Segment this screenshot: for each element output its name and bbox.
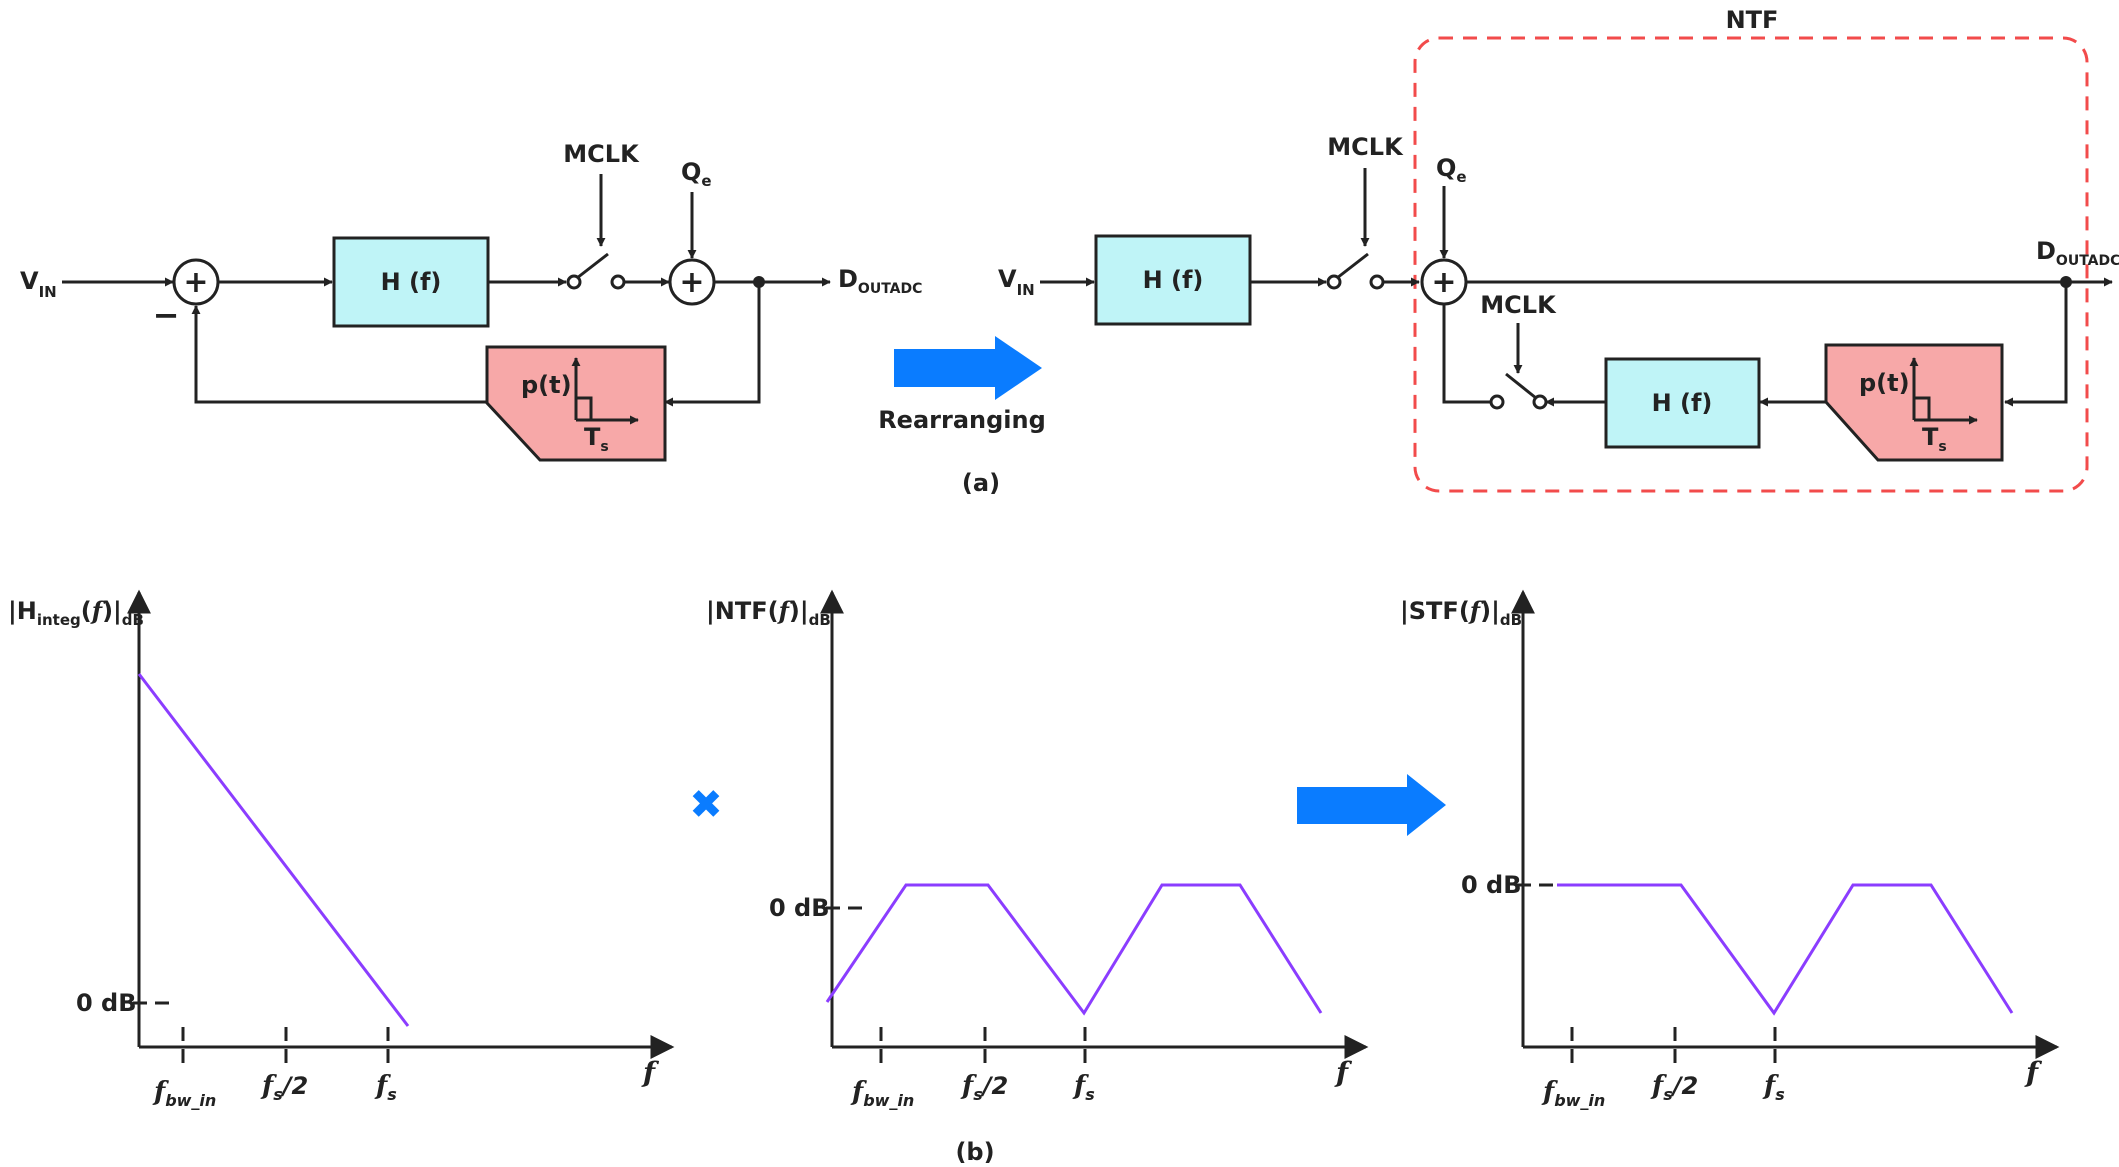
plot2-xlabel: f	[1334, 1056, 1353, 1089]
multiply-symbol: ✖	[689, 782, 723, 828]
left-hf-label: H (f)	[381, 268, 442, 296]
right-switch-contact-2	[1369, 274, 1385, 290]
right-dout-label: DOUTADC	[2036, 237, 2119, 269]
plot2-xtick-fs2-label: fs/2	[960, 1071, 1008, 1104]
left-summer-1-plus: +	[183, 265, 208, 300]
left-switch-contact-1	[566, 274, 582, 290]
right-rearranged-diagram: NTF VIN H (f) MCLK + Qe DOUTADC p(t) Ts …	[998, 6, 2119, 493]
left-switch-blade	[576, 252, 609, 280]
plot1-zero-db-label: 0 dB	[76, 989, 137, 1017]
right-hf-block	[1094, 234, 1252, 326]
rearranging-label: Rearranging	[878, 406, 1046, 434]
left-switch-contact-2	[610, 274, 626, 290]
left-feedback-wire-left	[191, 305, 487, 404]
right-pulse-shape	[1914, 396, 1931, 420]
right-vin-label: VIN	[998, 265, 1035, 299]
left-pulse-shape	[576, 396, 593, 420]
left-minus-sign: −	[153, 296, 180, 334]
plot2-ylabel: |NTF(f)|dB	[706, 596, 831, 629]
left-feedback-wire-right	[664, 282, 761, 407]
left-pt-label: p(t)	[521, 371, 572, 399]
plot-stf: |STF(f)|dB 0 dB fbw_in fs/2 fs f	[1400, 589, 2060, 1110]
left-hf-block	[332, 236, 490, 328]
left-summer-2-plus: +	[679, 265, 704, 300]
plot2-zero-db-label: 0 dB	[769, 894, 830, 922]
caption-b: (b)	[955, 1138, 994, 1166]
left-dout-label: DOUTADC	[838, 265, 922, 297]
plot-ntf: |NTF(f)|dB 0 dB fbw_in fs/2 fs f	[706, 589, 1369, 1110]
caption-a: (a)	[962, 469, 1000, 497]
rearranging-arrow	[894, 336, 1042, 400]
right-mclk-top-label: MCLK	[1327, 133, 1404, 161]
result-arrow	[1297, 774, 1446, 836]
plot-h-integ: |Hinteg(f)|dB 0 dB fbw_in fs/2 fs f	[8, 589, 675, 1110]
left-vin-label: VIN	[20, 267, 57, 301]
left-loop-diagram: VIN + − H (f) MCLK + Qe DOUTADC p(t) Ts	[20, 140, 922, 462]
left-mclk-label: MCLK	[563, 140, 640, 168]
plot1-xlabel: f	[641, 1056, 660, 1089]
right-pt-label: p(t)	[1859, 369, 1910, 397]
right-mclk-inner-label: MCLK	[1480, 291, 1557, 319]
plot3-ylabel: |STF(f)|dB	[1400, 596, 1522, 629]
right-feedback-wire-1	[2004, 282, 2068, 407]
plot3-xtick-fs-label: fs	[1762, 1071, 1785, 1104]
plot1-curve	[137, 673, 410, 1027]
plot3-curve	[1557, 883, 2014, 1016]
right-summer-plus: +	[1431, 265, 1456, 300]
plot2-curve	[825, 883, 1323, 1016]
left-ts-label: Ts	[584, 423, 609, 455]
plot3-xtick-fbw-label: fbw_in	[1541, 1077, 1605, 1110]
left-qe-label: Qe	[681, 158, 712, 190]
plot3-xlabel: f	[2024, 1056, 2043, 1089]
plot1-xtick-fs-label: fs	[374, 1071, 397, 1104]
right-hf-label: H (f)	[1143, 266, 1204, 294]
right-inner-switch-contact-1	[1532, 394, 1548, 410]
right-inner-switch-blade	[1505, 372, 1537, 400]
plot1-ylabel: |Hinteg(f)|dB	[8, 596, 144, 629]
right-inner-hf-label: H (f)	[1652, 389, 1713, 417]
right-feedback-to-sum-wire	[1442, 304, 1491, 404]
plot2-xtick-fs-label: fs	[1072, 1071, 1095, 1104]
right-inner-hf-block	[1604, 357, 1761, 449]
plot2-xtick-fbw-label: fbw_in	[850, 1077, 914, 1110]
right-inner-switch-contact-2	[1489, 394, 1505, 410]
right-switch-contact-1	[1326, 274, 1342, 290]
right-switch-blade	[1336, 252, 1369, 280]
plot1-xtick-fbw-label: fbw_in	[152, 1077, 216, 1110]
ntf-box-label: NTF	[1726, 6, 1779, 34]
plot1-xtick-fs2-label: fs/2	[260, 1071, 308, 1104]
right-qe-label: Qe	[1436, 154, 1467, 186]
plot3-xtick-fs2-label: fs/2	[1650, 1071, 1698, 1104]
right-ts-label: Ts	[1922, 423, 1947, 455]
ntf-dashed-box	[1413, 36, 2089, 493]
plot3-zero-db-label: 0 dB	[1461, 871, 1522, 899]
